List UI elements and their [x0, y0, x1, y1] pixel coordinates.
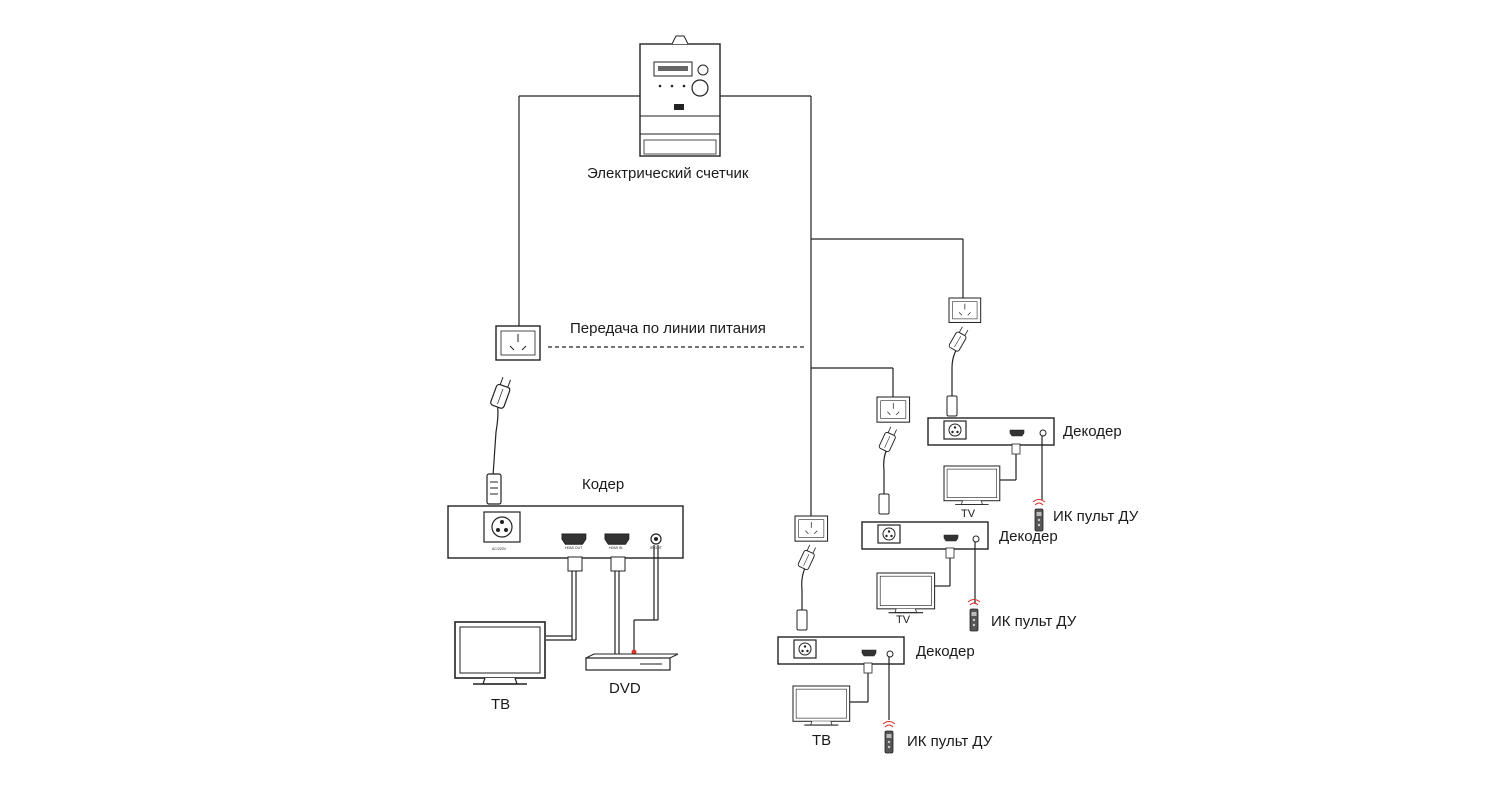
decoder-1-ir-remote	[882, 721, 896, 754]
decoder-3-tv	[943, 465, 1001, 505]
decoder-3-tv-label: TV	[961, 508, 976, 520]
power-lines	[518, 95, 964, 516]
dvd-label: DVD	[609, 680, 641, 697]
encoder-power-port-label: AC/220V	[492, 547, 507, 551]
decoder-1-cables	[850, 657, 890, 720]
decoder-1-ir-label: ИК пульт ДУ	[907, 733, 993, 750]
encoder-device: AC/220V HDMI OUT HDMI IN IR OUT	[447, 505, 684, 559]
encoder-label: Кодер	[582, 476, 624, 493]
encoder-power-cable	[486, 375, 514, 505]
decoder-1-power-cable	[796, 543, 819, 631]
decoder-2-ir-remote	[967, 599, 981, 632]
decoder-3-power-cable	[946, 325, 971, 417]
decoder-2-tv-label: TV	[896, 614, 911, 626]
meter-label: Электрический счетчик	[587, 165, 749, 182]
plc-label: Передача по линии питания	[570, 320, 766, 337]
decoder-2-ir-label: ИК пульт ДУ	[991, 613, 1077, 630]
wall-socket-encoder	[495, 325, 541, 361]
decoder-3-ir-label: ИК пульт ДУ	[1053, 508, 1139, 525]
decoder-1-tv-label: ТВ	[812, 732, 831, 749]
encoder-cables	[546, 545, 659, 660]
wall-socket-decoder-2	[876, 396, 911, 423]
encoder-tv	[454, 621, 546, 685]
encoder-ir-out-label: IR OUT	[650, 546, 663, 550]
decoder-2-power-cable	[878, 425, 900, 515]
decoder-1-tv	[792, 685, 851, 726]
encoder-hdmi-out-label: HDMI OUT	[565, 546, 583, 550]
decoder-3-cables	[1000, 436, 1043, 500]
decoder-2-tv	[876, 572, 936, 614]
decoder-2-label: Декодер	[999, 528, 1058, 545]
encoder-hdmi-in-label: HDMI IN	[609, 546, 623, 550]
decoder-1-label: Декодер	[916, 643, 975, 660]
wall-socket-decoder-1	[794, 515, 829, 542]
dvd-player	[585, 653, 679, 671]
wall-socket-decoder-3	[948, 297, 982, 323]
decoder-3-label: Декодер	[1063, 423, 1122, 440]
electric-meter	[639, 35, 721, 157]
decoder-3-device	[927, 417, 1055, 446]
decoder-2-cables	[935, 542, 976, 604]
decoder-1-device	[777, 636, 905, 665]
decoder-3-ir-remote	[1032, 499, 1046, 532]
decoder-2-device	[861, 521, 989, 550]
encoder-tv-label: ТВ	[491, 696, 510, 713]
